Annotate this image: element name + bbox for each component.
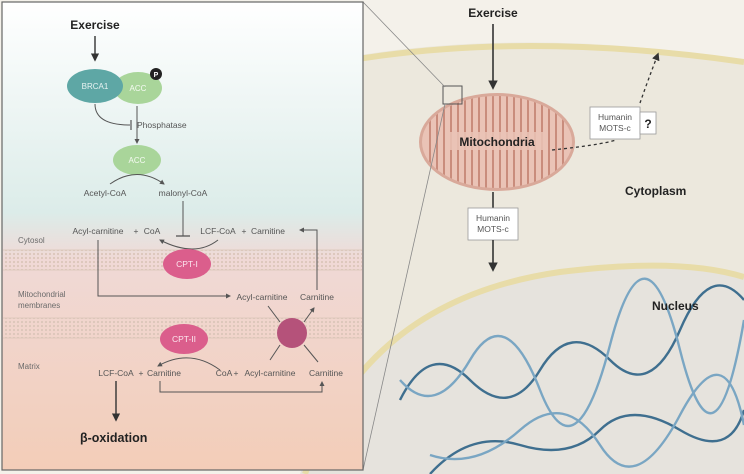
carnitine-return-arrow (299, 227, 318, 290)
humanin-lower-line2: MOTS-c (477, 224, 509, 234)
translocase-line-4 (303, 344, 319, 363)
humanin-upper-line1: Humanin (598, 112, 632, 122)
coa-top-label: CoA (144, 226, 161, 236)
carnitine-bottom-left-label: Carnitine (147, 368, 181, 378)
lcf-coa-top-label: LCF-CoA (200, 226, 236, 236)
translocase-line-2 (303, 307, 315, 323)
zoom-square (442, 85, 463, 105)
translocase-line-1 (267, 305, 281, 323)
carnitine-recycle-arrow (159, 381, 325, 393)
mito-membranes-label-1: Mitochondrial (18, 290, 66, 299)
translocase-line-3 (269, 344, 281, 361)
phosphatase-inhibition (94, 103, 131, 126)
translocase-node (277, 318, 307, 348)
plus-1: + (134, 226, 139, 236)
phospho-label: P (154, 72, 159, 79)
secretion-dashed-2 (639, 52, 660, 104)
acc-reaction-arrow (109, 174, 165, 185)
plus-2: + (242, 226, 247, 236)
acyl-carnitine-bottom-label: Acyl-carnitine (244, 368, 295, 378)
cpt1-label: CPT-I (176, 259, 198, 269)
cytosol-label: Cytosol (18, 236, 45, 245)
humanin-box-upper (589, 106, 641, 140)
humanin-box-lower (467, 207, 519, 241)
plus-3: + (139, 368, 144, 378)
exercise-label-inset: Exercise (70, 18, 120, 32)
acc2-label: ACC (129, 156, 146, 165)
question-mark: ? (644, 117, 651, 131)
beta-oxidation-label: β-oxidation (80, 431, 147, 445)
carnitine-top-label: Carnitine (251, 226, 285, 236)
cpt2-node (160, 324, 208, 354)
plus-4: + (234, 368, 239, 378)
acyl-carnitine-top-label: Acyl-carnitine (72, 226, 123, 236)
secretion-dashed-1 (551, 139, 617, 151)
cpt2-label: CPT-II (172, 334, 196, 344)
mito-membranes-label-2: membranes (18, 301, 60, 310)
zoom-line-bottom (362, 103, 446, 471)
phospho-badge (150, 68, 162, 80)
cytoplasm-label: Cytoplasm (625, 184, 686, 198)
humanin-lower-line1: Humanin (476, 213, 510, 223)
malonyl-coa-label: malonyl-CoA (159, 188, 208, 198)
humanin-upper-line2: MOTS-c (599, 123, 631, 133)
acc-label: ACC (130, 84, 147, 93)
acyl-carnitine-mid-label: Acyl-carnitine (236, 292, 287, 302)
question-box (639, 111, 657, 135)
acc-node (114, 72, 162, 104)
carnitine-mid-label: Carnitine (300, 292, 334, 302)
lcf-coa-bottom-label: LCF-CoA (98, 368, 134, 378)
coa-bottom-label: CoA (216, 368, 233, 378)
cpt1-node (163, 249, 211, 279)
mitochondria-label: Mitochondria (459, 135, 535, 149)
matrix-label: Matrix (18, 362, 40, 371)
cpt1-reaction-arrow (159, 239, 219, 250)
brca1-node (67, 69, 123, 103)
dna-helix (398, 277, 744, 474)
nucleus-label: Nucleus (652, 299, 699, 313)
brca1-label: BRCA1 (82, 82, 109, 91)
acetyl-coa-label: Acetyl-CoA (84, 188, 127, 198)
carnitine-bottom-right-label: Carnitine (309, 368, 343, 378)
exercise-label-right: Exercise (468, 6, 518, 20)
acyl-carnitine-transport-arrow (97, 240, 231, 299)
cpt2-reaction-arrow (157, 357, 221, 371)
acc2-node (113, 145, 161, 175)
zoom-line-top (362, 1, 446, 88)
phosphatase-label: Phosphatase (137, 120, 187, 130)
